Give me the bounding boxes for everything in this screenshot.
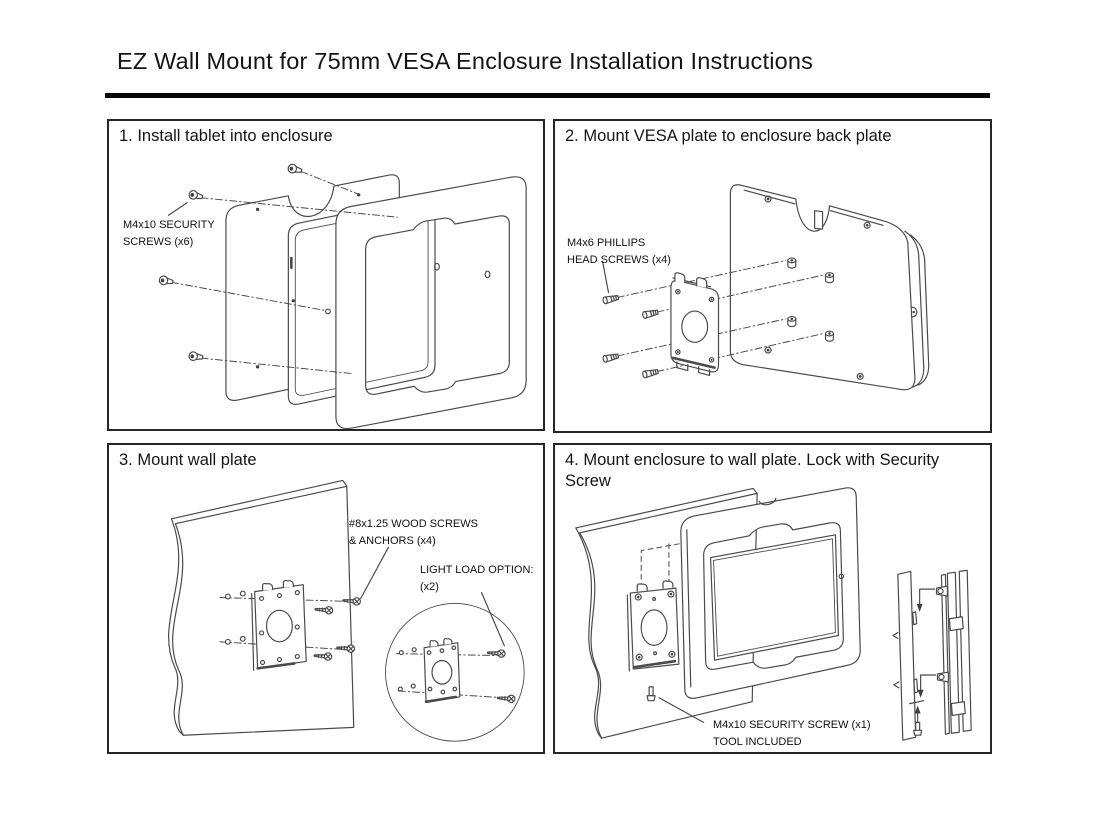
security-screw-drawing — [646, 686, 656, 702]
callout-light-load-option: LIGHT LOAD OPTION: (x2) — [420, 564, 534, 593]
enclosure-back-plate-drawing — [729, 184, 930, 391]
panel-1-heading: 1. Install tablet into enclosure — [119, 127, 333, 145]
anchor-holes — [224, 590, 246, 645]
callout-leader-line — [601, 260, 610, 294]
panel-4-heading: 4. Mount enclosure to wall plate. Lock w… — [565, 451, 940, 491]
panel-2-drawing — [601, 184, 930, 391]
callout-leader-line — [167, 202, 188, 216]
callout-security-screw-x1: M4x10 SECURITY SCREW (x1) TOOL INCLUDED — [713, 719, 871, 748]
callout-leader-line — [360, 546, 505, 647]
panel-install-tablet: 1. Install tablet into enclosure M4x10 S… — [107, 119, 545, 431]
panel-1-drawing — [158, 162, 527, 429]
panel-3-heading: 3. Mount wall plate — [119, 451, 257, 469]
light-load-detail-bubble — [385, 602, 525, 742]
panel-mount-vesa-plate: 2. Mount VESA plate to enclosure back pl… — [553, 119, 992, 433]
vesa-plate-drawing — [670, 272, 720, 377]
callout-phillips-screws-x4: M4x6 PHILLIPS HEAD SCREWS (x4) — [567, 237, 671, 266]
screw-axis-lines — [170, 171, 398, 375]
panel-mount-enclosure: 4. Mount enclosure to wall plate. Lock w… — [553, 443, 992, 754]
wall-plate-drawing — [251, 579, 307, 671]
panel-3-drawing — [168, 479, 525, 742]
title-underline — [105, 93, 990, 98]
alignment-dashed-lines — [640, 543, 681, 589]
enclosure-drawing — [680, 487, 861, 699]
page-title: EZ Wall Mount for 75mm VESA Enclosure In… — [117, 48, 814, 74]
side-view-drawing — [892, 569, 972, 741]
callout-security-screws-x6: M4x10 SECURITY SCREWS (x6) — [123, 219, 215, 248]
panel-mount-wall-plate: 3. Mount wall plate #8x1.25 WOOD SCREWS … — [107, 443, 545, 754]
wall-plate-drawing — [626, 580, 680, 672]
callout-leader-line — [658, 697, 705, 723]
callout-wood-screws-x4: #8x1.25 WOOD SCREWS & ANCHORS (x4) — [349, 518, 478, 547]
panel-4-drawing — [575, 487, 972, 741]
front-frame-drawing — [325, 176, 527, 429]
phillips-screws-drawing — [601, 293, 660, 379]
panel-2-heading: 2. Mount VESA plate to enclosure back pl… — [565, 127, 892, 145]
